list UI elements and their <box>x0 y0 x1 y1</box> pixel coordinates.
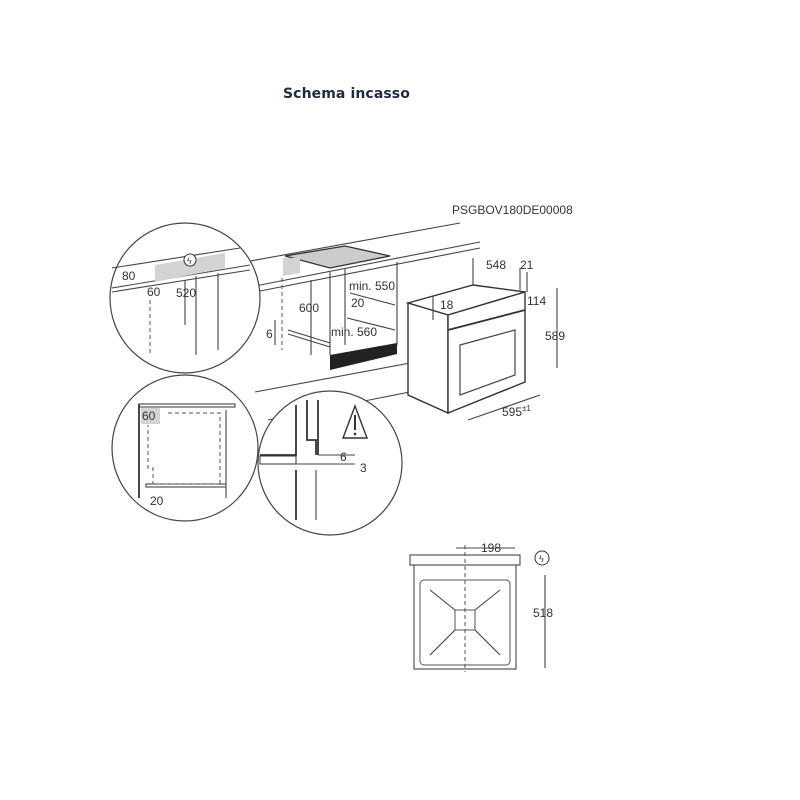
cabinet-dimensions: 600 min. 550 20 min. 560 6 <box>266 279 395 355</box>
diagram-code: PSGBOV180DE00008 <box>452 203 573 217</box>
cabinet-width-label: min. 560 <box>331 325 377 339</box>
top-gap-label: 80 <box>122 269 136 283</box>
oven-top-label: 18 <box>440 298 454 312</box>
oven-width-label: 595±1 <box>502 404 531 419</box>
cabinet-floor-label: 6 <box>266 327 273 341</box>
cabinet-depth-label: min. 550 <box>349 279 395 293</box>
oven-panel-label: 114 <box>527 294 546 308</box>
gap-b-label: 3 <box>360 461 367 475</box>
cabinet-side-label: 20 <box>351 296 365 310</box>
top-view-electrical-icon: ϟ <box>539 554 544 564</box>
page-title: Schema incasso <box>283 86 410 102</box>
detail-circle-bottom-left: 60 20 <box>111 374 259 522</box>
niche-height-label: 520 <box>176 286 196 300</box>
bottom-clearance-label: 20 <box>150 494 164 508</box>
top-clearance-label: 60 <box>142 409 156 423</box>
detail-circle-bottom-middle: 6 3 <box>257 390 403 536</box>
side-gap-label: 60 <box>147 285 161 299</box>
cabinet-height-label: 600 <box>299 301 319 315</box>
oven-depth-label: 548 <box>486 258 506 272</box>
electrical-connection-icon: ϟ <box>187 256 192 266</box>
oven-height-label: 589 <box>545 329 565 343</box>
detail-circle-top-left: ϟ 80 60 520 <box>109 222 261 374</box>
oven-drawing: 548 21 114 18 589 595±1 <box>405 258 565 421</box>
top-view-drawing: 198 ϟ 518 <box>409 541 553 672</box>
depth-label: 518 <box>533 606 553 620</box>
offset-label: 198 <box>481 541 501 555</box>
gap-a-label: 6 <box>340 450 347 464</box>
oven-front-label: 21 <box>520 258 534 272</box>
